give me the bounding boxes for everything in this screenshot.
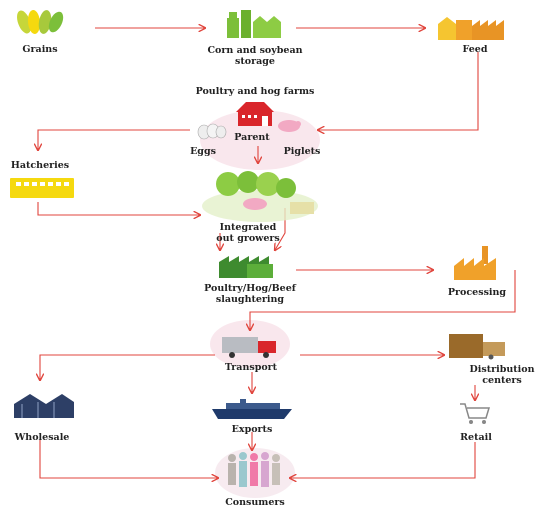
factory-icon xyxy=(454,246,496,280)
eggs-icon xyxy=(197,123,227,140)
parent-label: Parent xyxy=(234,132,270,143)
feed-mill-icon xyxy=(438,17,504,40)
people-icon xyxy=(228,452,280,487)
distribution-truck-icon xyxy=(449,334,505,360)
warehouse-icon xyxy=(14,394,74,418)
hatchery-icon xyxy=(10,178,74,198)
arrow-feed-farms xyxy=(318,52,479,130)
distribution-label: Distribution centers xyxy=(469,364,535,386)
transport-label: Transport xyxy=(224,362,278,373)
feed-label: Feed xyxy=(462,44,488,55)
storage-silo-icon xyxy=(227,10,281,38)
slaughtering-label: Poultry/Hog/Beef slaughtering xyxy=(204,283,296,305)
exports-label: Exports xyxy=(231,424,273,435)
arrow-processing-transport xyxy=(250,270,516,330)
retail-label: Retail xyxy=(460,432,492,443)
grains-label: Grains xyxy=(22,44,58,55)
consumers-label: Consumers xyxy=(225,497,285,508)
grains-icon xyxy=(17,10,64,34)
arrow-wholesale-consumers xyxy=(39,440,218,478)
growers-label: Integrated out growers xyxy=(216,222,280,244)
truck-icon xyxy=(222,337,276,358)
arrow-farms-hatcheries xyxy=(38,129,190,150)
shopping-cart-icon xyxy=(460,403,491,424)
hatcheries-label: Hatcheries xyxy=(10,160,70,171)
barn-icon xyxy=(236,102,274,126)
farms-label: Poultry and hog farms xyxy=(195,86,315,97)
eggs-label: Eggs xyxy=(190,146,216,157)
slaughterhouse-icon xyxy=(219,256,273,278)
processing-label: Processing xyxy=(447,287,507,298)
trees-icon xyxy=(202,171,318,222)
piglets-label: Piglets xyxy=(283,146,321,157)
arrow-retail-consumers xyxy=(290,442,476,478)
storage-label: Corn and soybean storage xyxy=(207,45,303,67)
wholesale-label: Wholesale xyxy=(14,432,70,443)
arrow-hatcheries-growers xyxy=(37,202,200,215)
ship-icon xyxy=(212,399,292,419)
arrow-transport-wholesale xyxy=(40,354,215,380)
pig-icon xyxy=(278,120,301,132)
